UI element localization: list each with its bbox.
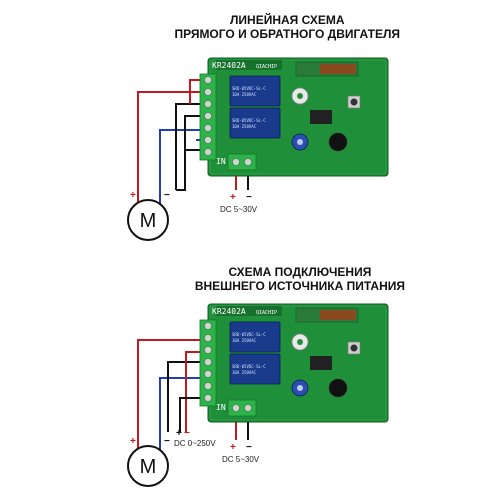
ext-minus-sign: − (184, 428, 190, 439)
relay-rating-2: 10A 250VAC (232, 370, 257, 375)
wire-motor-plus-blue (159, 377, 205, 450)
wire-motor-minus-black (175, 103, 208, 190)
motor-minus-sign: − (164, 436, 170, 447)
wire-black-bottom (176, 149, 208, 191)
in-label: IN (216, 403, 226, 412)
supply-plus-sign: + (230, 442, 236, 453)
diagram-1: KR2402A QIACHIP SRD-05VDC-SL-C 10A 250VA… (127, 57, 389, 241)
wire-motor-plus-red (137, 339, 208, 450)
title-line-2: ВНЕШНЕГО ИСТОЧНИКА ПИТАНИЯ (194, 279, 405, 293)
motor-plus-sign: + (130, 190, 136, 201)
title-line-1: СХЕМА ПОДКЛЮЧЕНИЯ (228, 265, 372, 279)
board-model: KR2402A (212, 61, 246, 70)
board-model: KR2402A (212, 307, 246, 316)
motor-plus-sign: + (130, 436, 136, 447)
relay-board (199, 57, 389, 177)
supply-label: DC 5~30V (220, 205, 258, 214)
board-tag: QIACHIP (256, 310, 277, 316)
wire-motor-plus-red (137, 91, 208, 212)
relay-rating-2: 10A 250VAC (232, 124, 257, 129)
ext-supply-label: DC 0~250V (174, 439, 216, 448)
wire-ext-minus-black (179, 397, 208, 432)
relay-code-1: SRD-05VDC-SL-C (232, 332, 266, 337)
title-forward-reverse: ЛИНЕЙНАЯ СХЕМА ПРЯМОГО И ОБРАТНОГО ДВИГА… (174, 13, 400, 41)
relay-code-2: SRD-05VDC-SL-C (232, 118, 266, 123)
supply-label: DC 5~30V (222, 455, 260, 464)
supply-minus-sign: − (246, 192, 252, 203)
motor-label: M (140, 456, 157, 478)
title-line-2: ПРЯМОГО И ОБРАТНОГО ДВИГАТЕЛЯ (174, 27, 400, 41)
wire-ext-plus-black (167, 361, 208, 432)
title-external-supply: СХЕМА ПОДКЛЮЧЕНИЯ ВНЕШНЕГО ИСТОЧНИКА ПИТ… (195, 265, 405, 293)
motor-minus-sign: − (164, 190, 170, 201)
relay-code-1: SRD-05VDC-SL-C (232, 86, 266, 91)
relay-board (199, 303, 389, 423)
board-tag: QIACHIP (256, 64, 277, 70)
supply-minus-sign: − (246, 442, 252, 453)
relay-rating-1: 10A 250VAC (232, 92, 257, 97)
wire-motor-plus-blue (159, 129, 205, 212)
motor-label: M (140, 210, 157, 232)
supply-plus-sign: + (230, 192, 236, 203)
relay-code-2: SRD-05VDC-SL-C (232, 364, 266, 369)
in-label: IN (216, 157, 226, 166)
ext-plus-sign: + (176, 428, 182, 439)
relay-rating-1: 10A 250VAC (232, 338, 257, 343)
diagram-2: KR2402A QIACHIP SRD-05VDC-SL-C 10A 250VA… (127, 303, 389, 487)
title-line-1: ЛИНЕЙНАЯ СХЕМА (229, 13, 345, 27)
